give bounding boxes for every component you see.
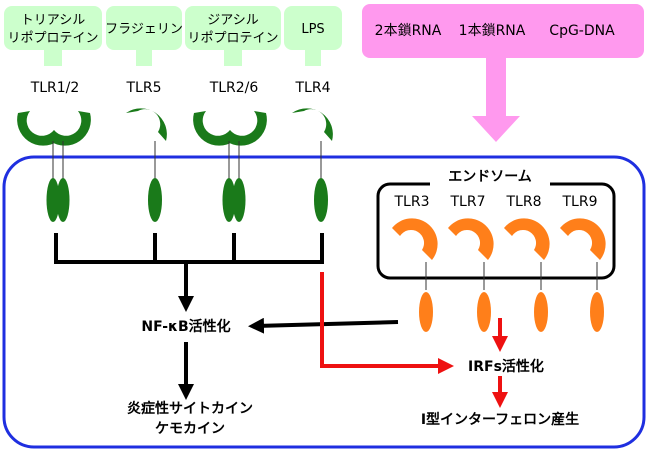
receptor-label-tlr3: TLR3 bbox=[394, 194, 430, 210]
ligand-cpg-dna: CpG-DNA bbox=[549, 23, 615, 39]
receptor-tlr2-6 bbox=[193, 111, 267, 222]
surface-signal-bracket bbox=[54, 233, 324, 264]
receptor-tlr8 bbox=[504, 218, 550, 332]
ligand-flagellin: フラジェリン bbox=[105, 6, 183, 66]
receptor-label-tlr9: TLR9 bbox=[562, 194, 598, 210]
nucleic-acid-entry-arrow bbox=[472, 58, 520, 142]
arrow-endosome-to-nfkb bbox=[248, 317, 399, 334]
ligand-dsrna: 2本鎖RNA bbox=[375, 23, 442, 39]
type1-ifn-label: I型インターフェロン産生 bbox=[421, 411, 579, 428]
ligand-diacyl-lipoprotein: ジアシル リポプロテイン bbox=[185, 6, 281, 66]
ligand-triacyl-line1: トリアシル bbox=[21, 13, 85, 28]
cell-boundary bbox=[2, 155, 646, 449]
receptor-tlr1-2 bbox=[17, 111, 91, 222]
ligand-flagellin-label: フラジェリン bbox=[105, 22, 183, 37]
ligand-triacyl-line2: リポプロテイン bbox=[7, 31, 98, 46]
receptor-label-tlr4: TLR4 bbox=[295, 80, 331, 96]
ligand-nucleic-acids: 2本鎖RNA 1本鎖RNA CpG-DNA bbox=[362, 4, 644, 142]
receptor-tlr4 bbox=[292, 108, 333, 222]
ligand-triacyl-lipoprotein: トリアシル リポプロテイン bbox=[4, 6, 102, 66]
receptor-label-tlr5: TLR5 bbox=[126, 80, 162, 96]
endosome-label: エンドソーム bbox=[448, 169, 532, 185]
cytokines-label-line2: ケモカイン bbox=[155, 421, 225, 437]
endosome-label-bg bbox=[430, 164, 550, 186]
receptor-label-tlr8: TLR8 bbox=[506, 194, 542, 210]
receptor-label-tlr1-2: TLR1/2 bbox=[30, 80, 80, 96]
ligand-diacyl-line1: ジアシル bbox=[207, 13, 258, 28]
receptor-label-tlr2-6: TLR2/6 bbox=[209, 80, 259, 96]
receptor-label-tlr7: TLR7 bbox=[450, 194, 486, 210]
nfkb-activation-label: NF-κB活性化 bbox=[141, 318, 230, 335]
ligand-diacyl-line2: リポプロテイン bbox=[187, 31, 278, 46]
ligand-ssrna: 1本鎖RNA bbox=[459, 23, 526, 39]
receptor-tlr5 bbox=[126, 108, 167, 222]
receptor-tlr3 bbox=[392, 218, 438, 332]
receptor-tlr7 bbox=[448, 218, 494, 332]
irfs-activation-label: IRFs活性化 bbox=[468, 358, 544, 375]
arrow-tlr4-to-irfs bbox=[320, 272, 454, 374]
ligand-lps: LPS bbox=[284, 6, 342, 66]
cytokines-label-line1: 炎症性サイトカイン bbox=[127, 400, 253, 417]
ligand-lps-label: LPS bbox=[301, 22, 324, 37]
receptor-tlr9 bbox=[560, 218, 606, 332]
